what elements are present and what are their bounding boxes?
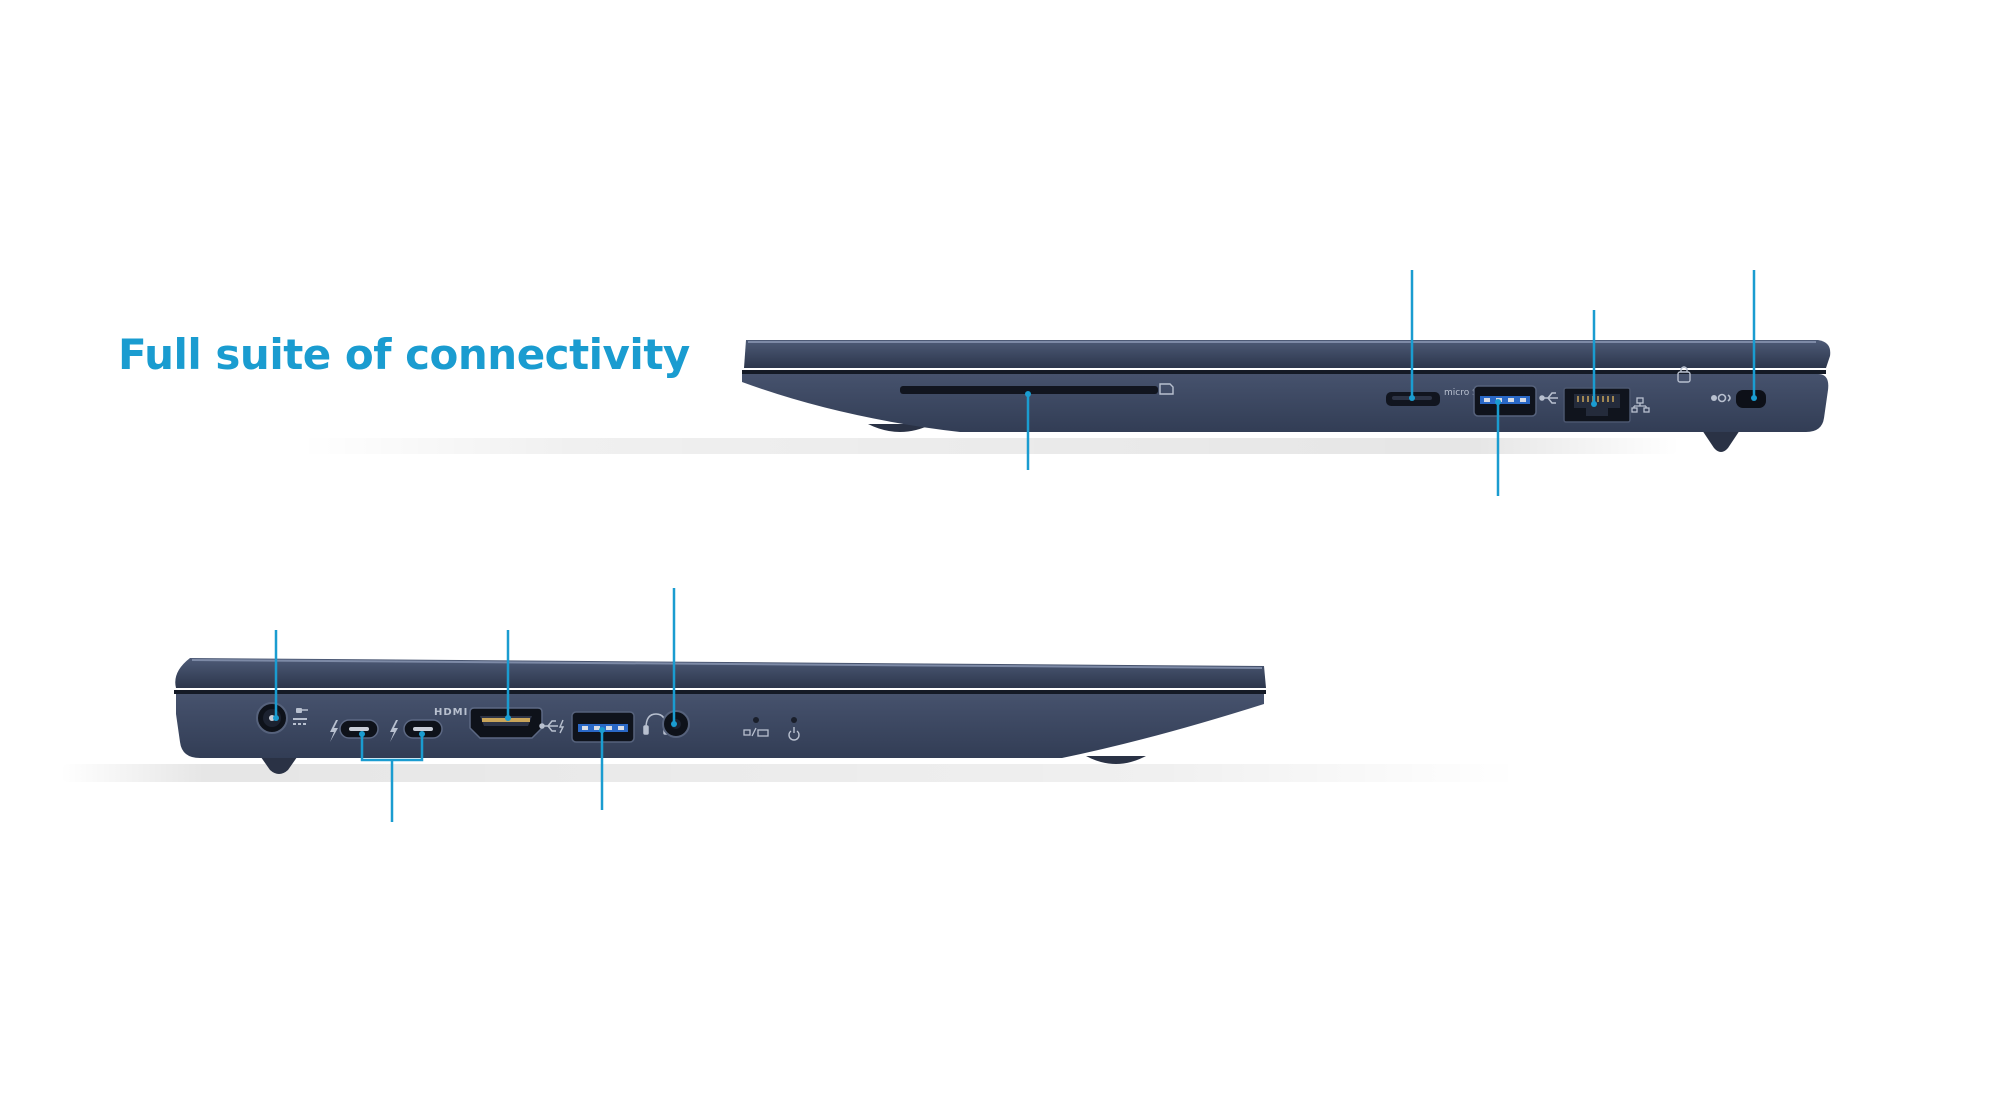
- hdmi-label: HDMI: [434, 707, 468, 718]
- laptop-lid: [744, 340, 1831, 368]
- rubber-foot: [1086, 756, 1146, 764]
- battery-led-icon: [743, 727, 769, 737]
- callout-dot: [419, 731, 425, 737]
- headline: Full suite of connectivity: [118, 330, 690, 379]
- usb-icon: [539, 719, 565, 734]
- laptop-lid: [175, 658, 1267, 688]
- usb-c-port: [339, 719, 379, 739]
- callout-dot: [671, 721, 677, 727]
- callout-dot: [1751, 395, 1757, 401]
- callout-dot: [273, 715, 279, 721]
- power-led: [791, 717, 797, 723]
- laptop-base: [176, 694, 1264, 758]
- network-icon: [1631, 397, 1650, 413]
- dc-power-jack: [256, 702, 288, 734]
- status-leds: [753, 717, 797, 723]
- rj45-ethernet-port: [1563, 387, 1631, 423]
- hdmi-icon: HDMI: [434, 707, 468, 718]
- power-led-icon: [788, 727, 800, 741]
- rubber-foot: [1702, 430, 1740, 452]
- callout-line-thunderbolt: [360, 736, 424, 822]
- sd-card-slot: [900, 386, 1158, 394]
- hdmi-port: [469, 707, 543, 739]
- right-side-view: micro SD: [300, 270, 1831, 496]
- callout-dot: [1591, 401, 1597, 407]
- callout-dot: [359, 731, 365, 737]
- microsd-label: micro SD: [1444, 388, 1485, 398]
- lock-icon: [1711, 393, 1731, 403]
- callout-dot: [505, 715, 511, 721]
- callout-dot: [1409, 395, 1415, 401]
- callout-dot: [1025, 391, 1031, 397]
- thunderbolt-icon: [390, 720, 398, 742]
- floor-shadow: [60, 764, 1520, 782]
- floor-shadow: [300, 438, 1680, 454]
- callout-dot: [1495, 399, 1501, 405]
- lid-highlight: [191, 659, 1263, 669]
- left-side-view: HDMI: [60, 588, 1520, 822]
- lock-status-icon: [1677, 366, 1691, 383]
- security-lock-slot: [1736, 390, 1766, 408]
- power-plug-icon: [293, 708, 308, 725]
- callout-dot: [599, 727, 605, 733]
- usb-a-port: [1473, 385, 1537, 417]
- microsd-icon: micro SD: [1444, 388, 1485, 398]
- laptop-base: [742, 374, 1829, 432]
- usb-icon: [1539, 392, 1558, 404]
- sd-card-icon: [1159, 383, 1174, 395]
- thunderbolt-icon: [330, 720, 338, 742]
- battery-led: [753, 717, 759, 723]
